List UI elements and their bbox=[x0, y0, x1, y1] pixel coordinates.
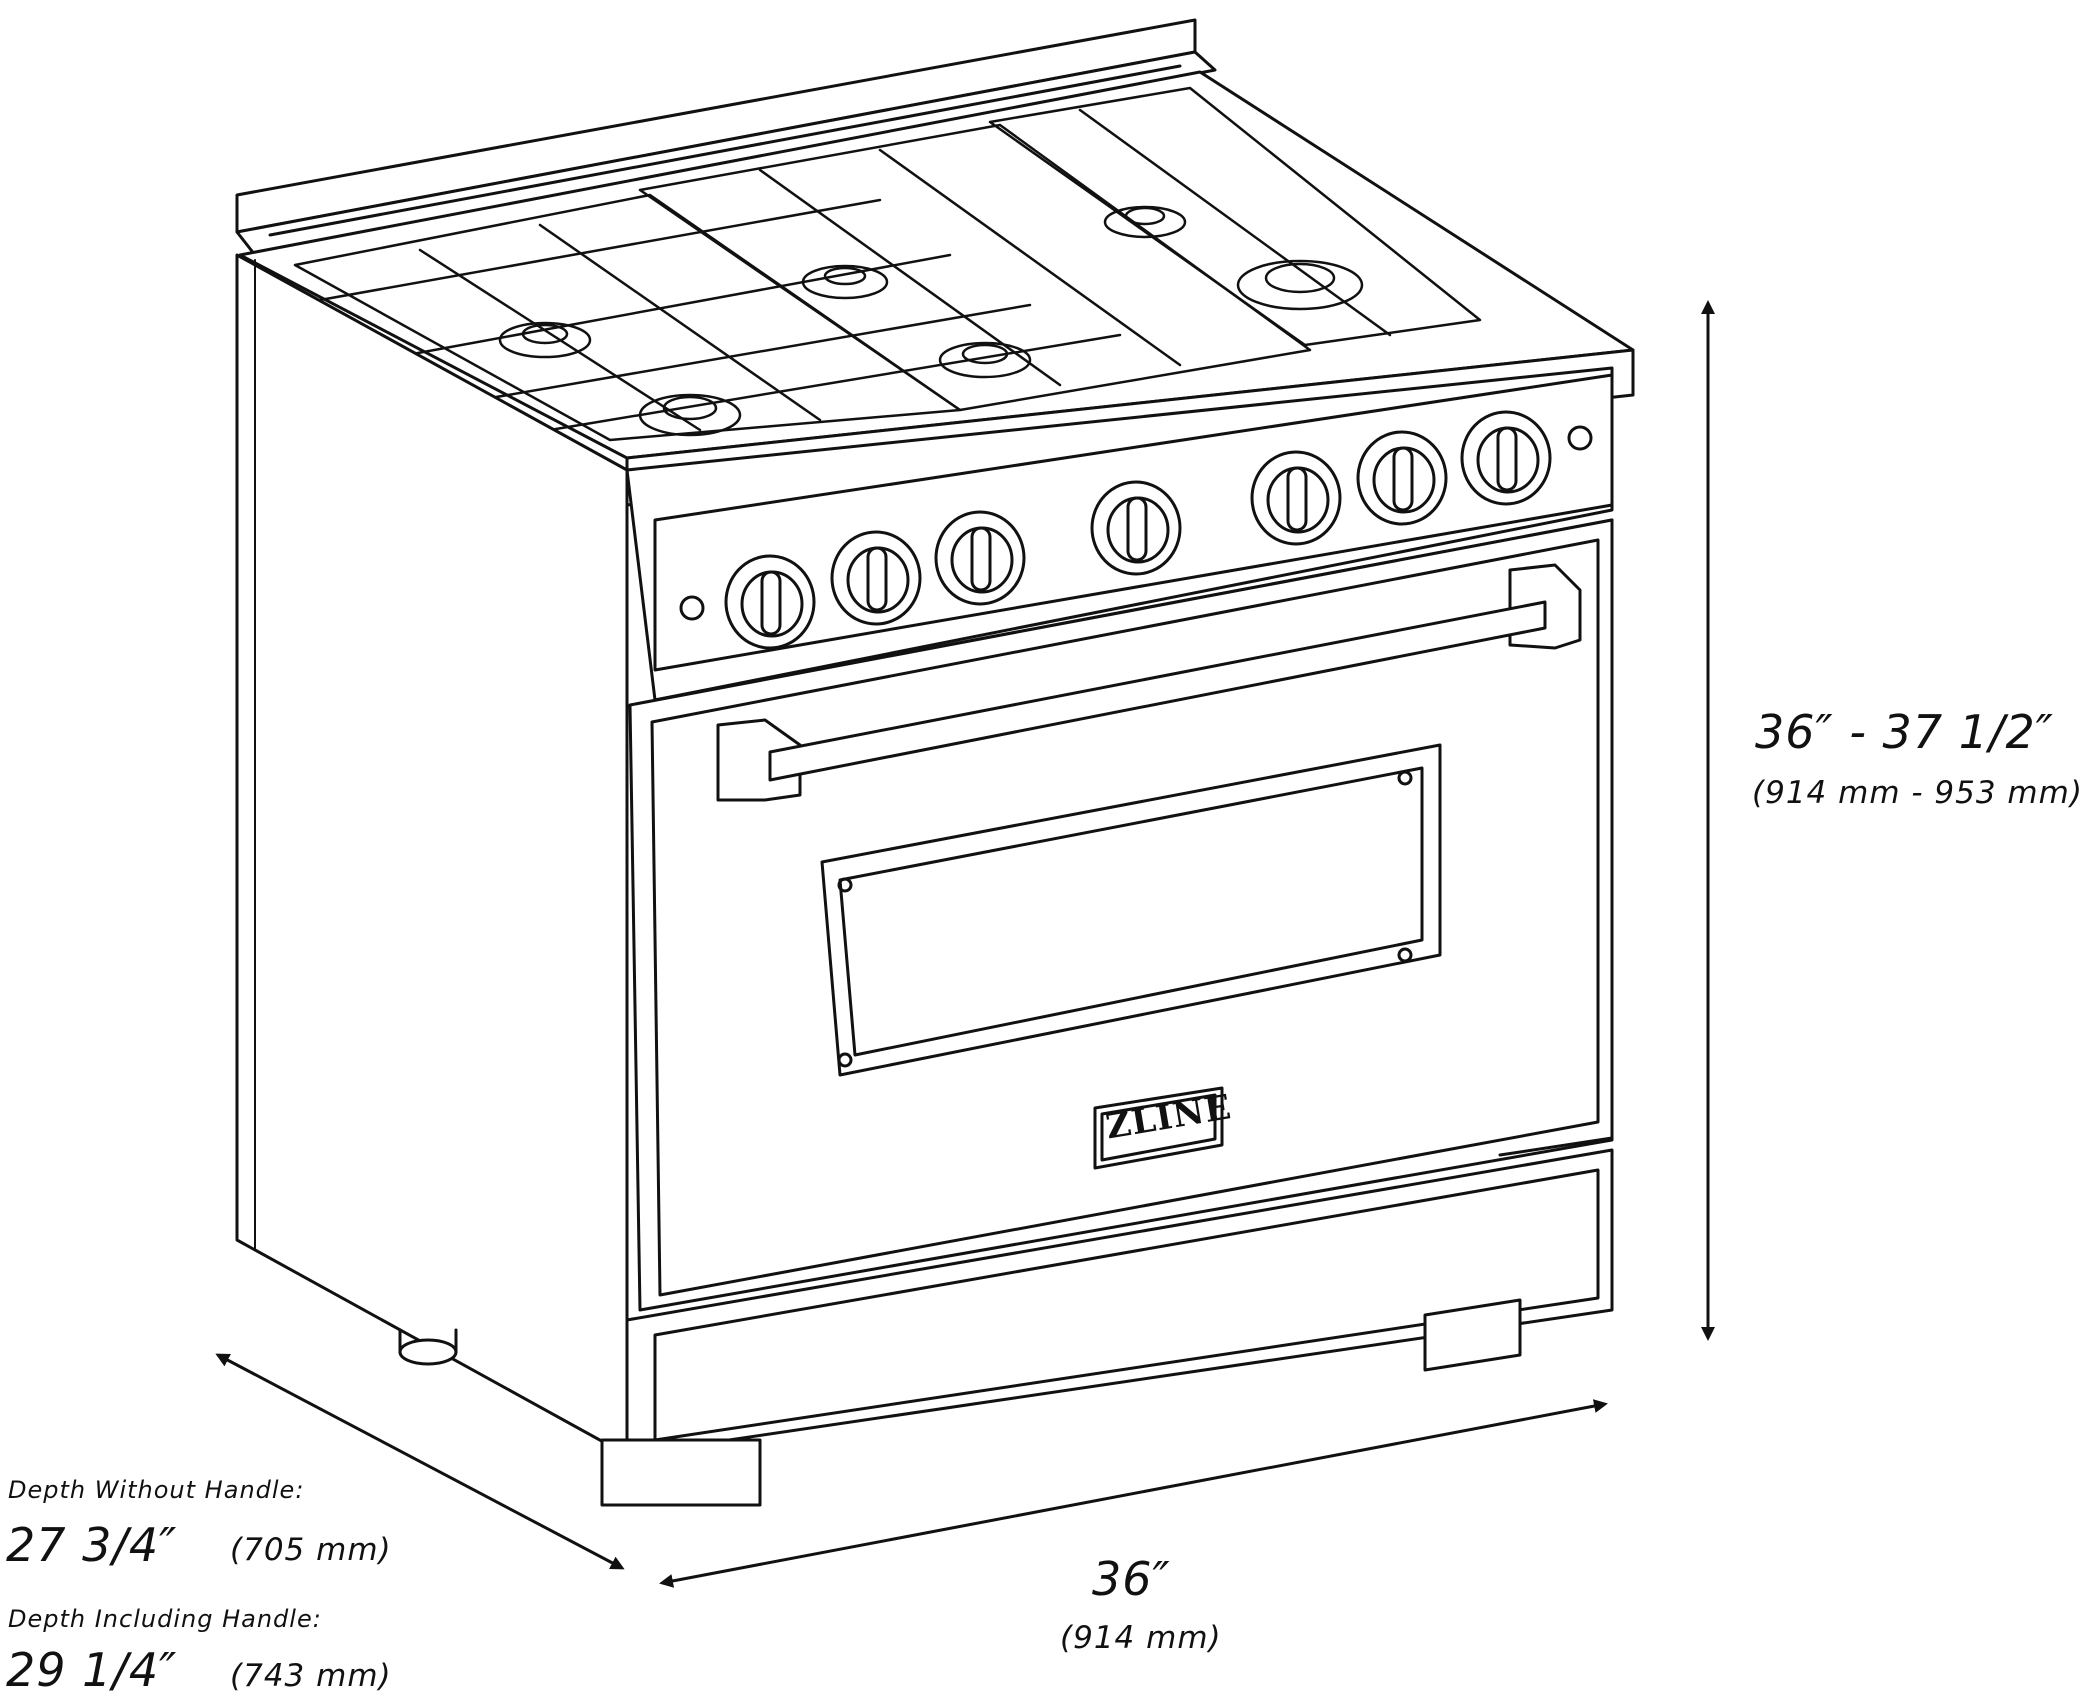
height-metric-label: (914 mm - 953 mm) bbox=[1752, 775, 2080, 811]
knob-6 bbox=[1356, 430, 1448, 526]
depth-without-handle-imperial: 27 3/4″ bbox=[6, 1518, 178, 1572]
knob-1 bbox=[724, 554, 816, 650]
burners bbox=[498, 205, 1364, 437]
knob-5 bbox=[1250, 450, 1342, 546]
height-imperial-label: 36″ - 37 1/2″ bbox=[1755, 705, 2054, 759]
kick-plate bbox=[625, 1136, 1614, 1457]
oven-door bbox=[628, 518, 1614, 1312]
backsplash bbox=[235, 18, 1217, 257]
width-imperial-label: 36″ bbox=[1092, 1552, 1171, 1606]
depth-without-handle-metric: (705 mm) bbox=[230, 1532, 392, 1568]
side-panel bbox=[235, 253, 629, 1457]
knob-2 bbox=[830, 530, 922, 626]
width-dimension-arrow bbox=[659, 1399, 1608, 1588]
width-metric-label: (914 mm) bbox=[1060, 1620, 1222, 1656]
depth-without-handle-caption: Depth Without Handle: bbox=[8, 1476, 305, 1504]
knob-4 bbox=[1090, 480, 1182, 576]
depth-dimension-arrow bbox=[215, 1353, 625, 1570]
depth-including-handle-imperial: 29 1/4″ bbox=[6, 1643, 178, 1697]
brand-plate bbox=[1093, 1086, 1224, 1170]
oven-handle bbox=[716, 563, 1582, 802]
control-knobs bbox=[679, 410, 1593, 650]
oven-window bbox=[820, 743, 1442, 1077]
knob-3 bbox=[934, 510, 1026, 606]
depth-including-handle-caption: Depth Including Handle: bbox=[8, 1605, 322, 1633]
knob-7 bbox=[1460, 410, 1552, 506]
depth-including-handle-metric: (743 mm) bbox=[230, 1658, 392, 1694]
